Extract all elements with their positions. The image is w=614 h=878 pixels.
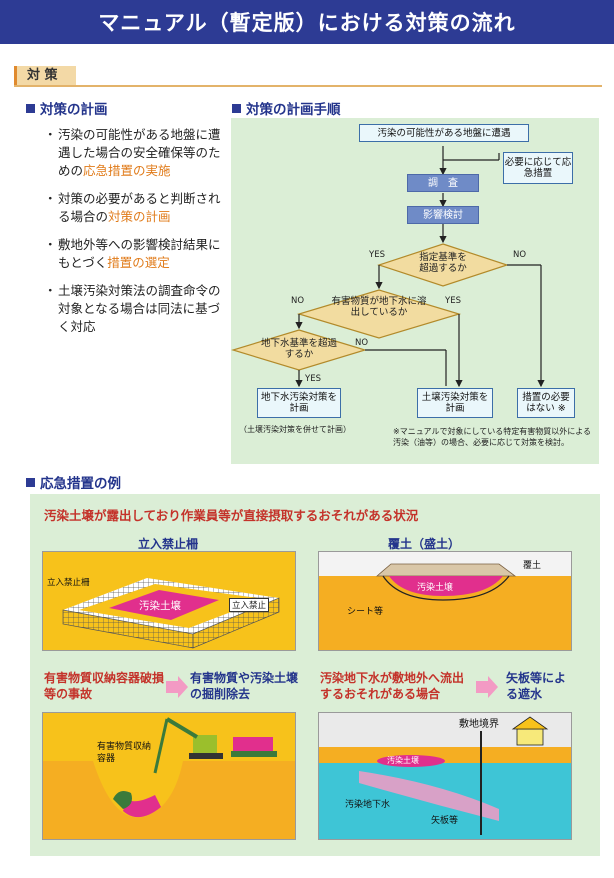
situation-text: 汚染土壌が露出しており作業員等が直接摂取するおそれがある状況	[44, 508, 419, 523]
flow-emergency: 必要に応じて応急措置	[503, 152, 573, 184]
groundwater-scene: 敷地境界 汚染土壌 汚染地下水 矢板等	[318, 712, 572, 840]
label-container: 有害物質収納容器	[97, 742, 152, 764]
decision-3: 地下水基準を超過するか	[261, 338, 338, 360]
plan-bullet-list: 汚染の可能性がある地盤に遭遇した場合の安全確保等のための応急措置の実施 対策の必…	[44, 126, 226, 346]
label-no: NO	[355, 338, 369, 348]
divider	[14, 85, 602, 87]
result-note: （土壌汚染対策を併せて計画）	[239, 425, 351, 434]
label-soil: 汚染土壌	[139, 600, 181, 612]
label-soil: 汚染土壌	[387, 756, 419, 765]
excavation-scene: 有害物質収納容器	[42, 712, 296, 840]
section-tab: 対 策	[14, 66, 76, 86]
plan-heading: 対策の計画	[26, 98, 108, 118]
label-sheet: シート等	[347, 607, 384, 617]
label-yes: YES	[445, 296, 461, 306]
square-icon	[26, 103, 35, 113]
list-item: 敷地外等への影響検討結果にもとづく措置の選定	[44, 236, 226, 272]
flow-impact: 影響検討	[407, 206, 479, 224]
list-item: 土壌汚染対策法の調査命令の対象となる場合は同法に基づく対応	[44, 282, 226, 336]
examples-heading-text: 応急措置の例	[40, 476, 121, 492]
label-yes: YES	[305, 374, 321, 384]
procedure-heading-text: 対策の計画手順	[246, 102, 341, 118]
decision-1: 指定基準を超過するか	[419, 252, 467, 274]
label-sheetpile: 矢板等	[431, 816, 459, 826]
list-item: 対策の必要があると判断される場合の対策の計画	[44, 190, 226, 226]
decision-2: 有害物質が地下水に溶出しているか	[331, 296, 427, 318]
fence-scene: 汚染土壌 立入禁止柵 立入禁止	[42, 551, 296, 651]
label-yes: YES	[369, 250, 385, 260]
result1-text: 有害物質や汚染土壌の掘削除去	[190, 671, 299, 701]
square-icon	[26, 477, 35, 487]
case2-text: 汚染地下水が敷地外へ流出するおそれがある場合	[320, 671, 465, 701]
label-cover: 覆土	[523, 561, 542, 571]
label-no: NO	[513, 250, 527, 260]
title-bar: マニュアル（暫定版）における対策の流れ	[0, 0, 614, 44]
flow-survey: 調 査	[407, 174, 479, 192]
procedure-heading: 対策の計画手順	[232, 98, 341, 118]
label-soil: 汚染土壌	[417, 583, 454, 593]
footnote: ※マニュアルで対象にしている特定有害物質以外による汚染（油等）の場合、必要に応じ…	[393, 427, 591, 447]
result-none: 措置の必要はない ※	[517, 388, 575, 418]
label-groundwater: 汚染地下水	[345, 800, 391, 810]
flowchart-connectors	[231, 146, 545, 388]
cover-title: 覆土（盛土）	[388, 537, 461, 551]
arrow-right-icon	[476, 676, 498, 698]
examples-heading: 応急措置の例	[26, 472, 121, 492]
result-soil: 土壌汚染対策を計画	[417, 388, 493, 418]
label-no: NO	[291, 296, 305, 306]
result2-text: 矢板等による遮水	[506, 671, 567, 701]
case1-text: 有害物質収納容器破損等の事故	[44, 671, 165, 701]
cover-scene: 汚染土壌 覆土 シート等	[318, 551, 572, 651]
list-item: 汚染の可能性がある地盤に遭遇した場合の安全確保等のための応急措置の実施	[44, 126, 226, 180]
label-fence: 立入禁止柵	[47, 578, 90, 588]
square-icon	[232, 103, 241, 113]
flow-start: 汚染の可能性がある地盤に遭遇	[359, 124, 529, 142]
sign-no-entry: 立入禁止	[229, 598, 270, 612]
arrow-right-icon	[166, 676, 188, 698]
flowchart-panel: 汚染の可能性がある地盤に遭遇 必要に応じて応急措置 調 査 影響検討 指定基準を…	[231, 118, 599, 464]
label-boundary: 敷地境界	[459, 719, 499, 730]
page-title: マニュアル（暫定版）における対策の流れ	[98, 11, 516, 35]
fence-title: 立入禁止柵	[138, 537, 199, 551]
plan-heading-text: 対策の計画	[40, 102, 108, 118]
result-groundwater: 地下水汚染対策を計画	[257, 388, 341, 418]
